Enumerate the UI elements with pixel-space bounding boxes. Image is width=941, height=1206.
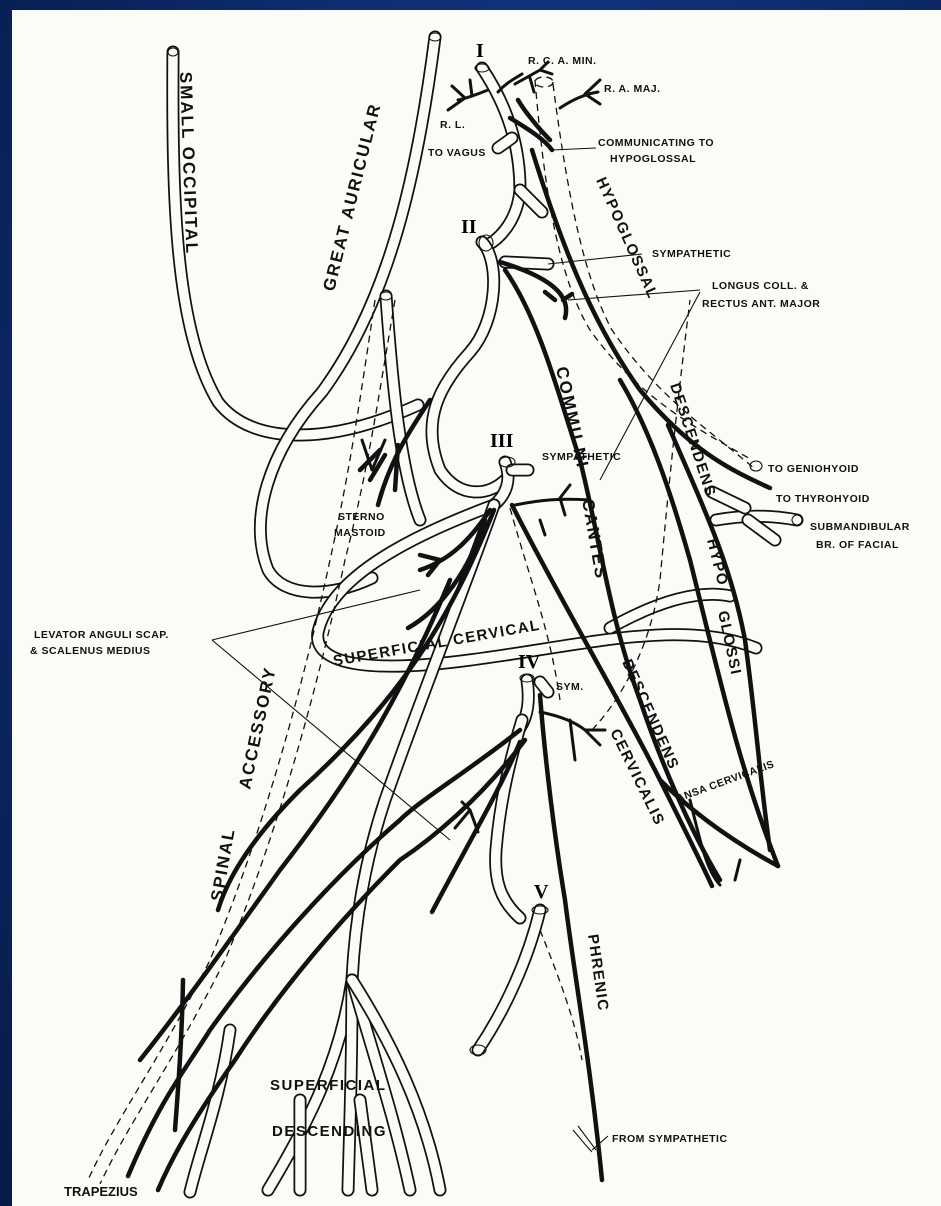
root-i-label: I bbox=[476, 40, 484, 62]
root-v-label: V bbox=[534, 881, 549, 903]
sympathetic-mid-label: SYMPATHETIC bbox=[542, 451, 621, 463]
to-vagus-label: TO VAGUS bbox=[428, 147, 486, 159]
levator-label-2: & SCALENUS MEDIUS bbox=[30, 645, 151, 657]
phrenic-label: PHRENIC bbox=[584, 933, 612, 1013]
leader-lines bbox=[212, 148, 700, 1150]
sympathetic-upper-label: SYMPATHETIC bbox=[652, 248, 731, 260]
to-geniohyoid-label: TO GENIOHYOID bbox=[768, 463, 859, 475]
levator-label-1: LEVATOR ANGULI SCAP. bbox=[34, 629, 169, 641]
sterno-label-1: STERNO bbox=[338, 511, 385, 523]
longus-colli-label-1: LONGUS COLL. & bbox=[712, 280, 809, 292]
longus-colli-label-2: RECTUS ANT. MAJOR bbox=[702, 298, 820, 310]
superficial-descending-label-2: DESCENDING bbox=[272, 1123, 387, 1140]
trapezius-label: TRAPEZIUS bbox=[64, 1184, 138, 1199]
sterno-label-2: MASTOID bbox=[334, 527, 386, 539]
communicating-hypoglossal-label-1: COMMUNICATING TO bbox=[598, 137, 714, 149]
rl-label: R. L. bbox=[440, 119, 465, 131]
spinal-accessory-label-2: ACCESSORY bbox=[235, 665, 280, 791]
root-iv-label: IV bbox=[518, 651, 541, 673]
to-thyrohyoid-label: TO THYROHYOID bbox=[776, 493, 870, 505]
hypoglossal-label: HYPOGLOSSAL bbox=[592, 175, 661, 302]
root-iii-label: III bbox=[490, 430, 514, 452]
submandibular-label-1: SUBMANDIBULAR bbox=[810, 521, 910, 533]
sym-iv-label: SYM. bbox=[556, 681, 584, 693]
root-ii-label: II bbox=[461, 216, 477, 238]
spinal-accessory-label-1: SPINAL bbox=[207, 826, 239, 903]
communicating-hypoglossal-label-2: HYPOGLOSSAL bbox=[610, 153, 696, 165]
communicantes-label-2: CANTES bbox=[578, 497, 611, 581]
rca-min-label: R. C. A. MIN. bbox=[528, 55, 597, 67]
superficial-descending-label-1: SUPERFICIAL bbox=[270, 1077, 387, 1094]
ra-maj-label: R. A. MAJ. bbox=[604, 83, 661, 95]
great-auricular-label: GREAT AURICULAR bbox=[319, 101, 384, 293]
descendens-hypoglossi-label-2: HYPO bbox=[703, 537, 731, 588]
from-sympathetic-label: FROM SYMPATHETIC bbox=[612, 1133, 728, 1145]
submandibular-label-2: BR. OF FACIAL bbox=[816, 539, 899, 551]
great-auricular-nerve bbox=[260, 37, 435, 592]
